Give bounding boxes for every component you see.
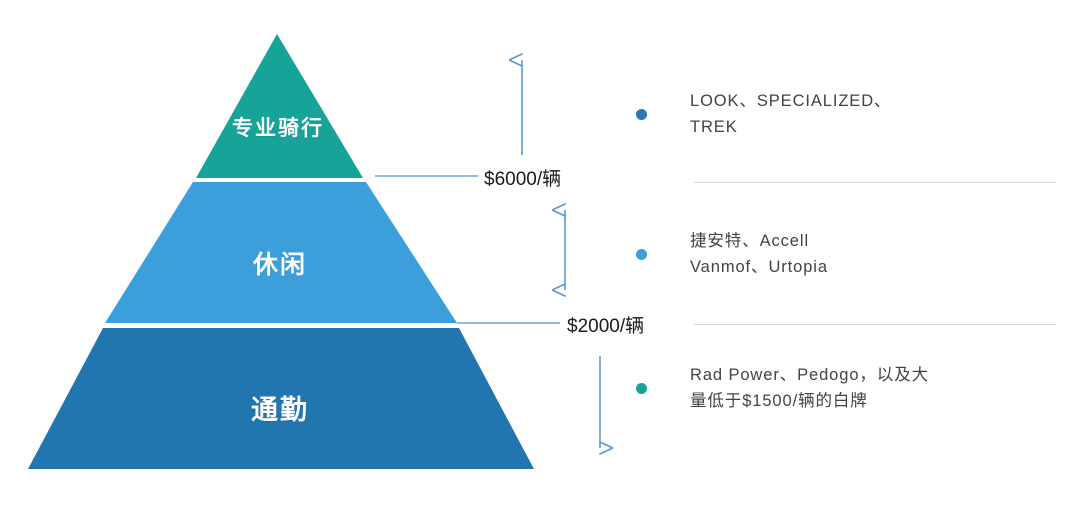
price-threshold-upper: $6000/辆: [484, 169, 562, 190]
bullet-icon: [636, 108, 647, 120]
pyramid-tier-commute[interactable]: [28, 328, 534, 469]
note-text: 捷安特、Accell Vanmof、Urtopia: [690, 232, 828, 276]
note-item-commute[interactable]: Rad Power、Pedogo，以及大 量低于$1500/辆的白牌: [636, 362, 1056, 414]
pyramid-tier-label-leisure: 休闲: [252, 251, 307, 279]
note-item-leisure[interactable]: 捷安特、Accell Vanmof、Urtopia: [636, 228, 1056, 280]
pyramid-tier-leisure[interactable]: [105, 182, 457, 323]
bullet-icon: [636, 382, 647, 394]
note-text: LOOK、SPECIALIZED、 TREK: [690, 92, 892, 136]
note-text: Rad Power、Pedogo，以及大 量低于$1500/辆的白牌: [690, 366, 930, 410]
note-item-professional[interactable]: LOOK、SPECIALIZED、 TREK: [636, 88, 1056, 140]
pyramid-tier-label-commute: 通勤: [251, 395, 309, 425]
note-separator: [694, 324, 1056, 325]
price-threshold-lower: $2000/辆: [567, 316, 645, 337]
brand-notes-column: LOOK、SPECIALIZED、 TREK 捷安特、Accell Vanmof…: [636, 60, 1056, 460]
pyramid-tier-professional[interactable]: [196, 34, 363, 178]
pyramid-graphic: [28, 34, 534, 469]
bullet-icon: [636, 248, 647, 260]
pyramid-tier-label-professional: 专业骑行: [232, 117, 324, 140]
note-separator: [694, 182, 1056, 183]
